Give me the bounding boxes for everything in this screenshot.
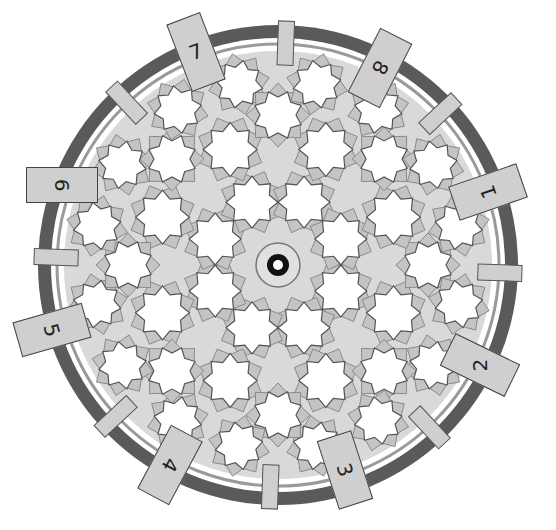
star-tile bbox=[278, 302, 330, 354]
star-tile bbox=[189, 265, 241, 317]
rim-tab bbox=[478, 264, 523, 282]
hub bbox=[267, 254, 289, 276]
tile-number: 7 bbox=[186, 40, 205, 63]
star-tile bbox=[355, 397, 402, 444]
tile-base bbox=[92, 335, 153, 396]
tile-number: 5 bbox=[41, 321, 64, 339]
tile-base bbox=[294, 118, 357, 181]
rim-tab bbox=[106, 81, 148, 124]
star-tile bbox=[203, 353, 257, 407]
star-tile bbox=[215, 61, 262, 108]
tile-number: 1 bbox=[476, 183, 499, 202]
star-tile bbox=[226, 176, 278, 228]
star-tile bbox=[361, 348, 407, 394]
board-disc bbox=[64, 51, 492, 479]
star-tile bbox=[361, 136, 407, 182]
star-tile bbox=[99, 342, 146, 389]
star-tile bbox=[255, 92, 301, 138]
rim-tab bbox=[261, 465, 279, 510]
star-tile bbox=[405, 242, 451, 288]
rim-tab bbox=[34, 248, 79, 266]
star-tile bbox=[299, 353, 353, 407]
number-tile: 6 bbox=[26, 167, 98, 203]
tile-number: 8 bbox=[368, 58, 392, 78]
tile-base bbox=[362, 281, 425, 344]
tile-base bbox=[348, 390, 409, 451]
star-tiles bbox=[67, 54, 489, 476]
tile-base bbox=[294, 349, 357, 412]
rim-tab bbox=[94, 396, 137, 438]
rim-tab bbox=[277, 21, 295, 66]
tile-number: 3 bbox=[334, 461, 357, 479]
inner-ring-line bbox=[57, 44, 499, 486]
tile-base bbox=[199, 118, 262, 181]
star-tile bbox=[203, 123, 257, 177]
star-tile bbox=[366, 190, 420, 244]
star-tile bbox=[99, 141, 146, 188]
star-tile bbox=[315, 213, 367, 265]
hub-plate bbox=[256, 243, 300, 287]
star-tile bbox=[154, 86, 201, 133]
star-tile bbox=[410, 141, 457, 188]
star-tile bbox=[149, 348, 195, 394]
tile-base bbox=[131, 281, 194, 344]
tile-number: 2 bbox=[470, 359, 490, 372]
tile-base bbox=[92, 134, 153, 195]
star-tile bbox=[366, 286, 420, 340]
tile-base bbox=[362, 186, 425, 249]
star-tile bbox=[136, 190, 190, 244]
star-tile bbox=[299, 123, 353, 177]
tile-number: 4 bbox=[158, 455, 182, 476]
hub-hole bbox=[273, 260, 283, 270]
star-tile bbox=[105, 242, 151, 288]
star-tile bbox=[149, 136, 195, 182]
tile-base bbox=[131, 186, 194, 249]
star-tile bbox=[74, 202, 121, 249]
star-tile bbox=[255, 392, 301, 438]
rim-tab bbox=[409, 406, 451, 449]
star-tile bbox=[435, 280, 482, 327]
white-ring bbox=[51, 38, 505, 492]
star-tile bbox=[215, 422, 262, 469]
star-tile bbox=[293, 61, 340, 108]
star-tile bbox=[136, 286, 190, 340]
rim-tabs bbox=[34, 21, 522, 509]
tile-base bbox=[199, 349, 262, 412]
rim-tab bbox=[419, 93, 462, 135]
tile-number: 6 bbox=[52, 179, 72, 192]
outer-ring bbox=[38, 25, 518, 505]
